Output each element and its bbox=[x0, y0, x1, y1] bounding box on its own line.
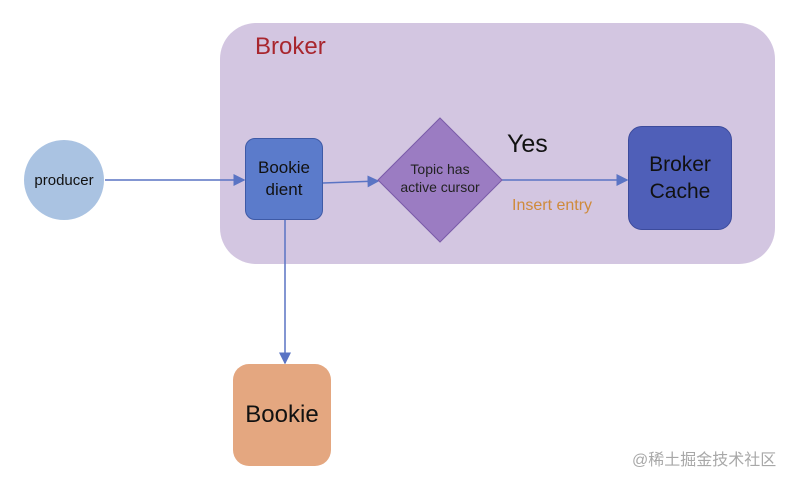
edge-bookie-client-to-decision bbox=[322, 175, 380, 188]
watermark: @稀土掘金技术社区 bbox=[632, 452, 777, 469]
decision-label: Topic has active cursor bbox=[378, 160, 502, 196]
bookie-client-node: Bookie dient bbox=[245, 138, 323, 220]
broker-cache-label-line2: Cache bbox=[649, 180, 711, 203]
insert-entry-edge-label: Insert entry bbox=[512, 197, 593, 214]
producer-label: producer bbox=[34, 171, 94, 189]
bookie-client-label-line2: dient bbox=[265, 180, 303, 199]
bookie-client-label-line1: Bookie bbox=[258, 158, 310, 177]
yes-edge-label: Yes bbox=[507, 130, 548, 158]
decision-diamond bbox=[377, 117, 503, 243]
decision-label-line1: Topic has bbox=[410, 161, 470, 177]
broker-cache-label-line1: Broker bbox=[649, 153, 711, 176]
decision-label-line2: active cursor bbox=[400, 179, 480, 195]
bookie-label: Bookie bbox=[245, 401, 319, 428]
broker-title: Broker bbox=[255, 33, 326, 60]
broker-cache-node: Broker Cache bbox=[628, 126, 732, 230]
producer-node: producer bbox=[24, 140, 104, 220]
bookie-node: Bookie bbox=[233, 364, 331, 466]
